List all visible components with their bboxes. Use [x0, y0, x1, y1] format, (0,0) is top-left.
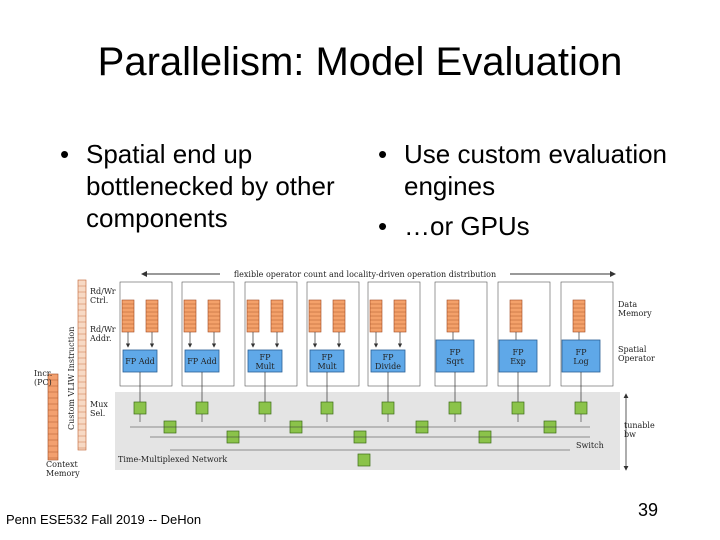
column-frame — [119, 281, 173, 387]
slide-title: Parallelism: Model Evaluation — [97, 40, 623, 84]
architecture-diagram: flexible operator count and locality-dri… — [34, 266, 655, 478]
operator-column: FP Add — [119, 281, 173, 422]
bullet-item: Spatial end up bottlenecked by other com… — [58, 138, 358, 234]
vliw-label: Custom VLIW Instruction — [67, 327, 76, 430]
context-memory — [47, 373, 59, 461]
incr-pc-label: Incr.(PC) — [34, 369, 52, 387]
network-label: Time-Multiplexed Network — [118, 455, 227, 464]
column-frame — [434, 281, 488, 387]
mux-box — [195, 401, 209, 415]
mux-box — [511, 401, 525, 415]
switch-label: Switch — [576, 441, 604, 450]
right-bullet-list: Use custom evaluation engines …or GPUs — [376, 138, 706, 250]
operator-column: FP Add — [181, 281, 235, 422]
column-frame — [244, 281, 298, 387]
operator-label: FP Add — [187, 357, 217, 366]
mux-box — [133, 401, 147, 415]
network-switch — [357, 453, 371, 467]
bullet-item: Use custom evaluation engines — [376, 138, 706, 202]
page-number: 39 — [638, 500, 659, 520]
spatial-operator-box — [435, 339, 475, 373]
spatial-operator-box — [498, 339, 538, 373]
column-frame — [306, 281, 360, 387]
bullet-item: …or GPUs — [376, 210, 706, 242]
column-frame — [497, 281, 551, 387]
column-frame — [560, 281, 614, 387]
column-frame — [367, 281, 421, 387]
instruction-memory — [77, 279, 87, 451]
mux-box — [381, 401, 395, 415]
mux-box — [320, 401, 334, 415]
footer: Penn ESE532 Fall 2019 -- DeHon — [6, 512, 202, 527]
left-bullet-list: Spatial end up bottlenecked by other com… — [58, 138, 358, 242]
mux-box — [258, 401, 272, 415]
mux-box — [448, 401, 462, 415]
operator-label: FP Add — [125, 357, 155, 366]
mux-box — [574, 401, 588, 415]
column-frame — [181, 281, 235, 387]
top-label: flexible operator count and locality-dri… — [234, 270, 496, 279]
